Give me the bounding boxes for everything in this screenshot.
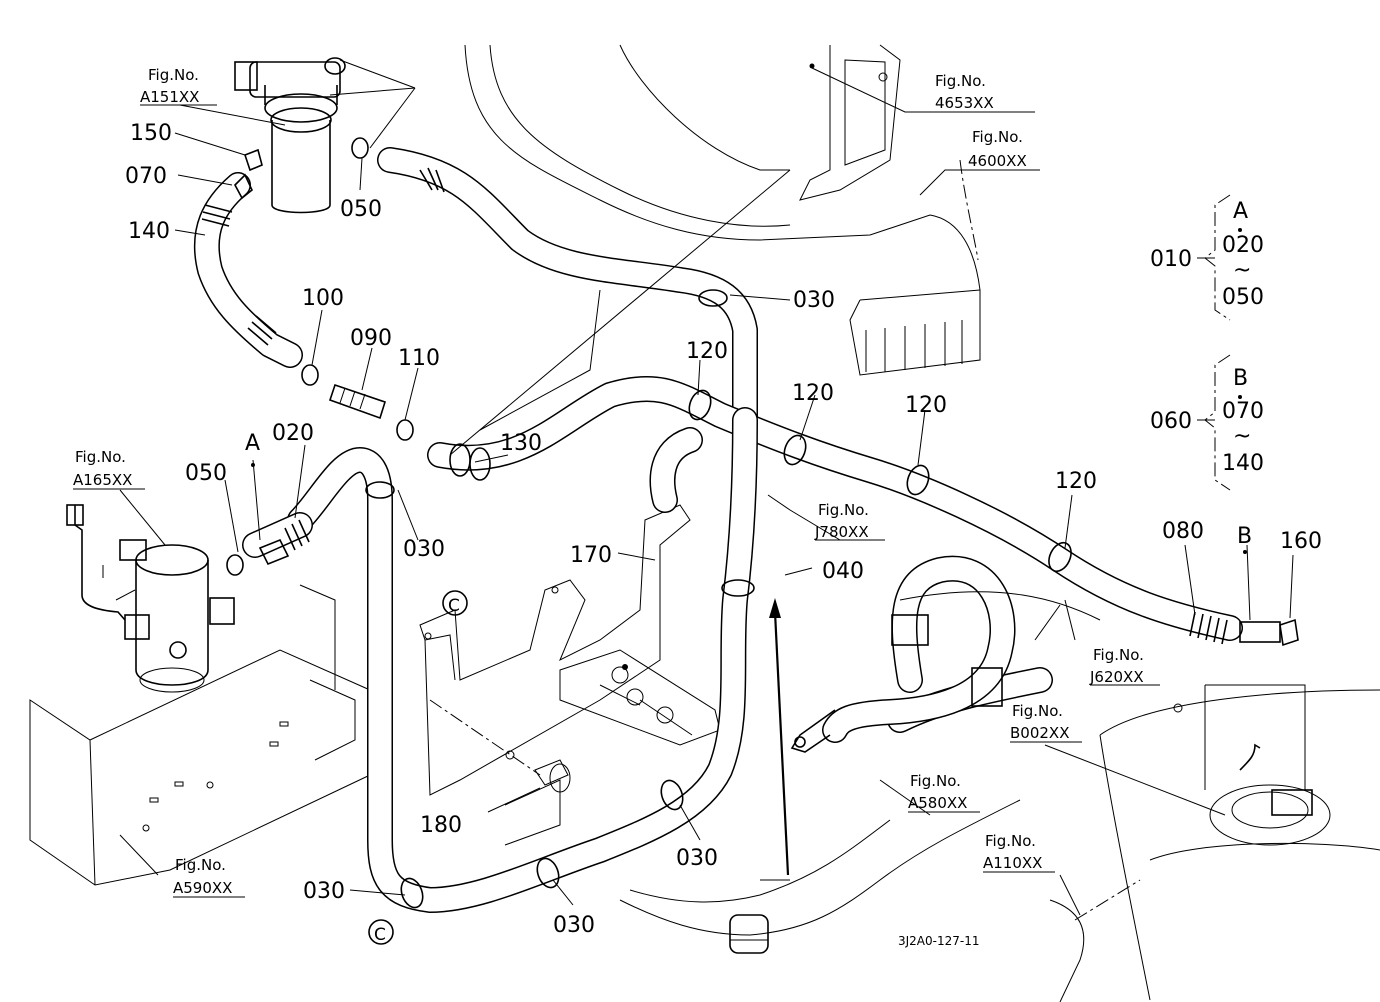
figref-4600-line1: Fig.No. (972, 128, 1023, 146)
figref-a580-line1: Fig.No. (910, 772, 961, 790)
figref-a580-line2: A580XX (908, 794, 967, 812)
label-170: 170 (570, 543, 612, 568)
label-120-b: 120 (792, 381, 834, 406)
set-b-letter: B (1233, 366, 1248, 391)
set-b-tilde: ~ (1233, 424, 1251, 449)
set-a-to: 050 (1222, 285, 1264, 310)
label-130: 130 (500, 431, 542, 456)
figref-4600-line2: 4600XX (968, 152, 1027, 170)
label-180: 180 (420, 813, 462, 838)
label-150: 150 (130, 121, 172, 146)
label-030-bottom-1: 030 (676, 846, 718, 871)
figref-j620-line1: Fig.No. (1093, 646, 1144, 664)
fuel-filter-left (66, 504, 235, 693)
label-B: B (1237, 524, 1252, 549)
figref-j780-line1: Fig.No. (818, 501, 869, 519)
fuel-filter-top (234, 57, 416, 214)
label-050-top: 050 (340, 197, 382, 222)
set-b-to: 140 (1222, 451, 1264, 476)
label-020: 020 (272, 421, 314, 446)
label-C-top: C (448, 596, 460, 616)
fuel-hoses (193, 147, 1243, 913)
figref-a165-line2: A165XX (73, 471, 132, 489)
figref-j620-line2: J620XX (1089, 668, 1144, 686)
label-160: 160 (1280, 529, 1322, 554)
figref-4653-line1: Fig.No. (935, 72, 986, 90)
leader-lines (73, 67, 1294, 945)
figref-a110-line2: A110XX (983, 854, 1042, 872)
figref-a590-line1: Fig.No. (175, 856, 226, 874)
set-a-from: 020 (1222, 233, 1264, 258)
fittings (226, 137, 1299, 647)
label-040: 040 (822, 559, 864, 584)
figref-a165-line1: Fig.No. (75, 448, 126, 466)
label-080: 080 (1162, 519, 1204, 544)
label-120-d: 120 (1055, 469, 1097, 494)
figure-code: 3J2A0-127-11 (898, 934, 980, 948)
part-labels: 150 070 140 050 100 090 110 130 030 120 … (125, 121, 1322, 945)
set-a-letter: A (1233, 199, 1248, 224)
label-100: 100 (302, 286, 344, 311)
figref-a151-line1: Fig.No. (148, 66, 199, 84)
label-090: 090 (350, 326, 392, 351)
label-120-a: 120 (686, 339, 728, 364)
label-140: 140 (128, 219, 170, 244)
label-030-bottom-2: 030 (553, 913, 595, 938)
figref-a110-line1: Fig.No. (985, 832, 1036, 850)
label-110: 110 (398, 346, 440, 371)
figure-references: Fig.No. A151XX Fig.No. 4653XX Fig.No. 46… (73, 66, 1144, 897)
set-a-number: 010 (1150, 247, 1192, 272)
label-070: 070 (125, 164, 167, 189)
figref-b002-line1: Fig.No. (1012, 702, 1063, 720)
label-A: A (245, 431, 260, 456)
set-b-number: 060 (1150, 409, 1192, 434)
label-030-top: 030 (793, 288, 835, 313)
label-030-mid: 030 (403, 537, 445, 562)
label-050-left: 050 (185, 461, 227, 486)
clamps (201, 167, 1228, 909)
figref-a151-line2: A151XX (140, 88, 199, 106)
figref-4653-line2: 4653XX (935, 94, 994, 112)
label-030-bottom-3: 030 (303, 879, 345, 904)
figref-j780-line2: J780XX (814, 523, 869, 541)
set-b-from: 070 (1222, 399, 1264, 424)
label-C-bottom: C (374, 925, 386, 945)
figref-a590-line2: A590XX (173, 879, 232, 897)
set-notations: 010 A 020 ~ 050 060 B 070 ~ 140 (1150, 199, 1264, 476)
label-120-c: 120 (905, 393, 947, 418)
set-a-tilde: ~ (1233, 258, 1251, 283)
figref-b002-line2: B002XX (1010, 724, 1069, 742)
